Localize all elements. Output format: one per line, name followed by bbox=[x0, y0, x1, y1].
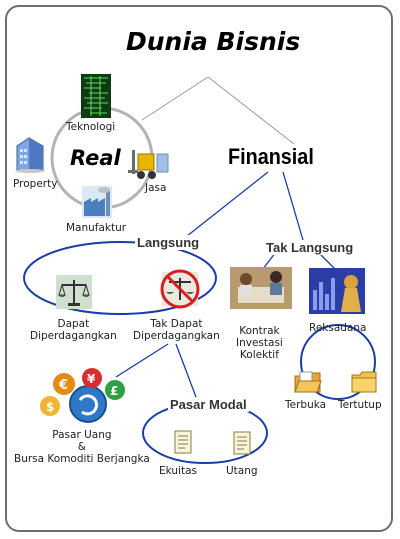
real-label: Real bbox=[70, 146, 121, 170]
svg-text:¥: ¥ bbox=[87, 372, 96, 386]
factory-icon bbox=[82, 186, 112, 218]
open-folder-icon bbox=[294, 371, 322, 393]
equity-document-icon bbox=[174, 430, 192, 454]
utang-label: Utang bbox=[226, 465, 258, 477]
ekuitas-label: Ekuitas bbox=[159, 465, 197, 477]
connector-finansial-langsung bbox=[181, 171, 269, 241]
pasar-uang-label: Pasar Uang & Bursa Komoditi Berjangka bbox=[14, 429, 150, 466]
closed-folder-icon bbox=[351, 371, 377, 393]
tertutup-label: Tertutup bbox=[338, 399, 382, 411]
diagram-title: Dunia Bisnis bbox=[126, 27, 301, 56]
reksadana-cycle bbox=[300, 324, 376, 400]
connector-takdapat-pasarmodal bbox=[175, 343, 197, 398]
dapat-label: Dapat Diperdagangkan bbox=[30, 318, 117, 343]
money-currency-icon: € ¥ £ $ bbox=[40, 368, 125, 423]
teknologi-label: Teknologi bbox=[66, 121, 116, 133]
property-label: Property bbox=[13, 178, 58, 190]
meeting-photo-icon bbox=[230, 267, 292, 309]
connector-title-real bbox=[141, 76, 209, 121]
scale-icon bbox=[56, 275, 92, 309]
svg-text:$: $ bbox=[46, 400, 54, 414]
reksadana-label: Reksadana bbox=[309, 322, 367, 334]
forklift-icon bbox=[128, 150, 169, 179]
tak-dapat-label: Tak Dapat Diperdagangkan bbox=[133, 318, 220, 343]
reksadana-chart-icon bbox=[309, 268, 365, 314]
svg-text:€: € bbox=[58, 378, 68, 393]
jasa-label: Jasa bbox=[145, 182, 167, 194]
manufaktur-label: Manufaktur bbox=[66, 222, 127, 234]
langsung-cycle bbox=[23, 241, 217, 315]
terbuka-label: Terbuka bbox=[285, 399, 327, 411]
langsung-node: Langsung bbox=[135, 235, 202, 250]
connector-takdapat-pasaruang bbox=[115, 343, 169, 378]
kontrak-label: Kontrak Investasi Kolektif bbox=[236, 325, 283, 362]
debt-document-icon bbox=[233, 431, 251, 455]
building-icon bbox=[15, 137, 45, 173]
finansial-label: Finansial bbox=[228, 144, 314, 169]
technology-icon bbox=[81, 74, 111, 118]
connector-title-finansial bbox=[207, 76, 295, 145]
connector-finansial-taklangsung bbox=[282, 171, 304, 241]
tak-langsung-node: Tak Langsung bbox=[264, 240, 356, 255]
prohibited-scale-icon bbox=[160, 269, 200, 309]
pasar-modal-node: Pasar Modal bbox=[168, 397, 249, 412]
svg-text:£: £ bbox=[110, 384, 118, 398]
